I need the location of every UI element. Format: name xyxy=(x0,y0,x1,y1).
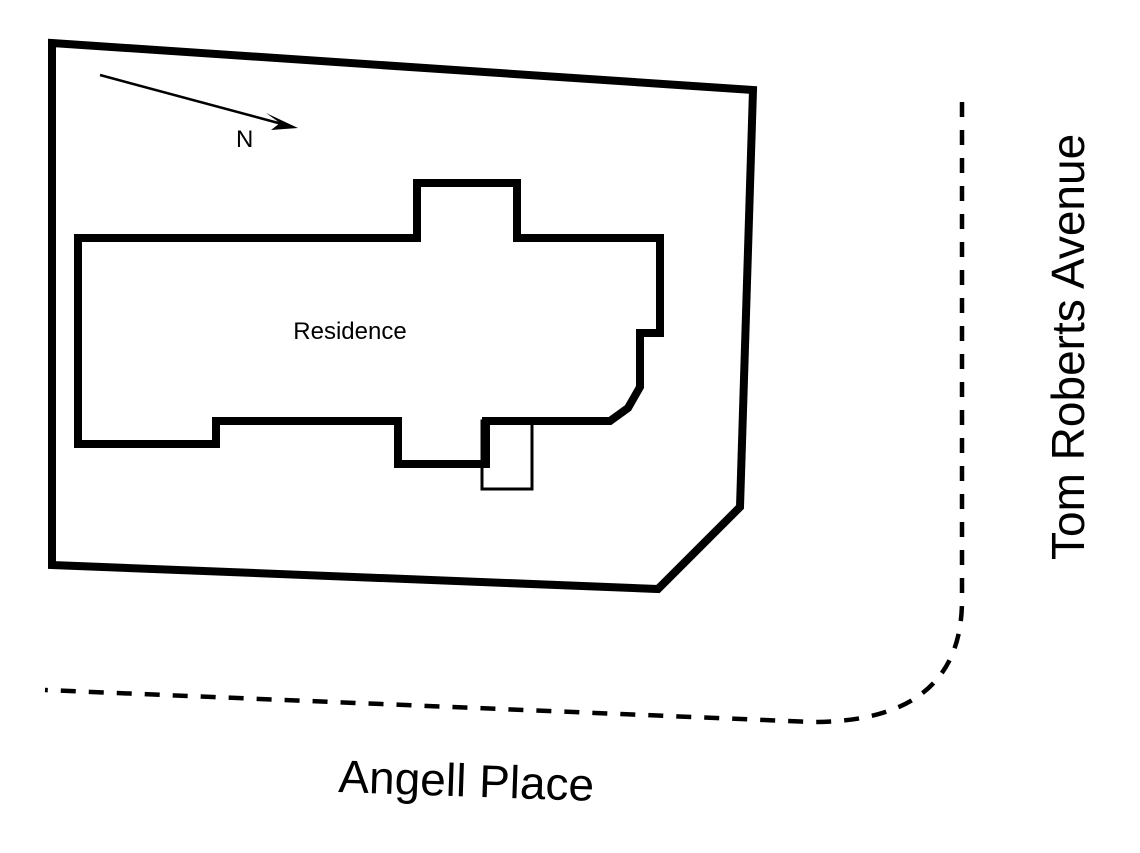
road-edge-dashed-line xyxy=(44,102,965,725)
porch-rectangle xyxy=(480,419,534,491)
north-arrow-icon xyxy=(99,73,298,130)
street-label-tom-roberts-avenue: Tom Roberts Avenue xyxy=(1042,134,1094,560)
property-boundary xyxy=(48,38,758,594)
north-label: N xyxy=(236,126,253,153)
street-label-angell-place: Angell Place xyxy=(338,750,595,811)
residence-label: Residence xyxy=(293,318,406,345)
residence-outline xyxy=(74,179,664,468)
